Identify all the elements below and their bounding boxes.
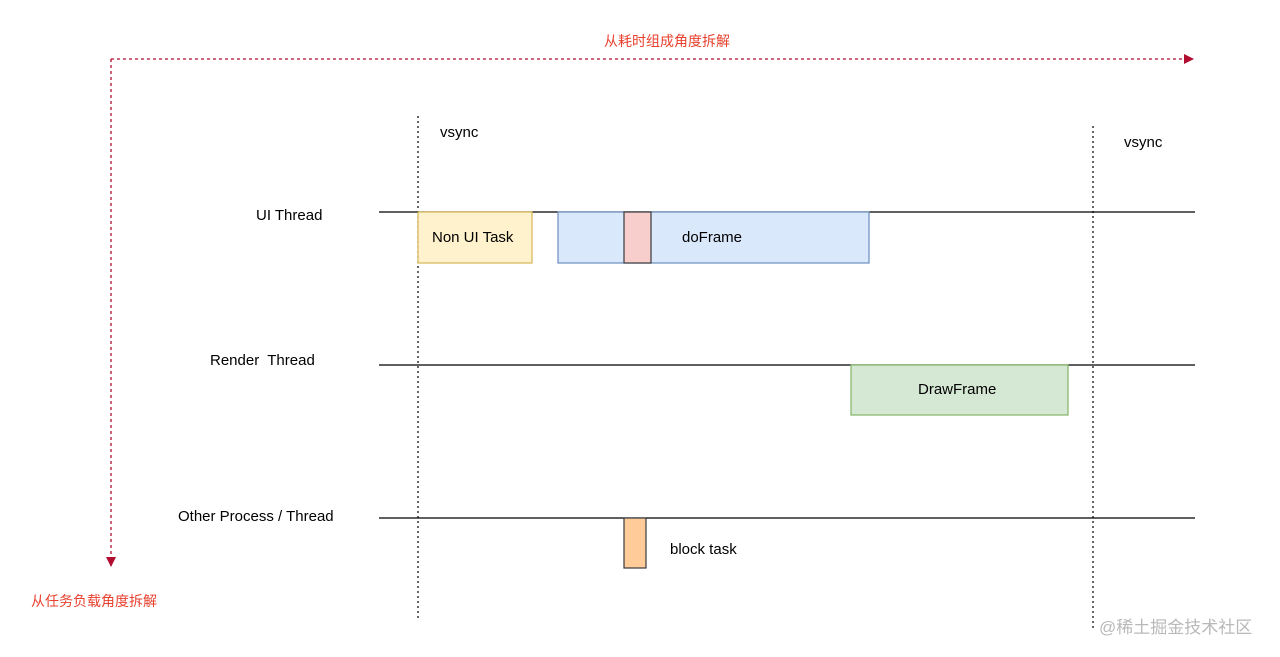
horizontal-axis-label: 从耗时组成角度拆解 bbox=[604, 33, 730, 49]
vsync-label-end: vsync bbox=[1124, 134, 1163, 151]
task-non-ui bbox=[417, 211, 533, 264]
task-label-drawframe: DrawFrame bbox=[918, 381, 997, 398]
watermark: @稀土掘金技术社区 bbox=[1099, 618, 1253, 637]
vertical-axis-label: 从任务负载角度拆解 bbox=[31, 593, 157, 609]
task-label-block: block task bbox=[670, 541, 737, 558]
task-doframe bbox=[557, 211, 870, 264]
task-drawframe bbox=[850, 364, 1069, 416]
thread-label-other: Other Process / Thread bbox=[178, 508, 334, 525]
vsync-label-start: vsync bbox=[440, 124, 479, 141]
thread-label-render: Render Thread bbox=[210, 352, 315, 369]
task-blocked-segment bbox=[623, 211, 652, 264]
task-label-non-ui: Non UI Task bbox=[432, 229, 514, 246]
task-label-doframe: doFrame bbox=[682, 229, 743, 246]
thread-label-ui: UI Thread bbox=[256, 207, 323, 224]
task-block bbox=[623, 517, 647, 569]
